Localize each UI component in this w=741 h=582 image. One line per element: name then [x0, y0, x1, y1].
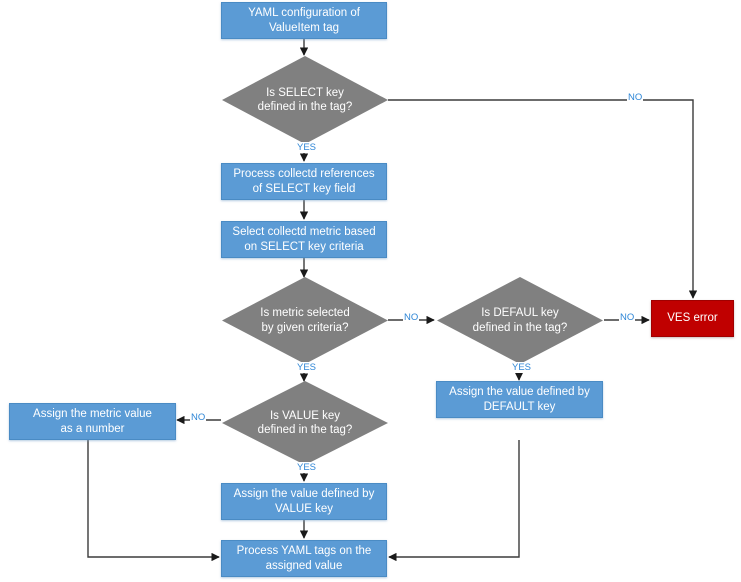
edge-label-select-no: NO	[627, 92, 644, 103]
edge-label-value-no: NO	[190, 412, 207, 423]
node-value-decision-label: Is VALUE key defined in the tag?	[257, 409, 353, 436]
node-value-decision[interactable]: Is VALUE key defined in the tag?	[222, 381, 388, 465]
edge-label-defaul-yes: YES	[511, 362, 533, 373]
node-ves-error-label: VES error	[667, 312, 718, 325]
node-select-metric-label: Select collectd metric based on SELECT k…	[232, 226, 376, 253]
node-select-metric[interactable]: Select collectd metric based on SELECT k…	[221, 221, 387, 258]
edge-label-metric-yes: YES	[296, 362, 318, 373]
node-select-decision-label: Is SELECT key defined in the tag?	[257, 86, 353, 113]
node-start[interactable]: YAML configuration of ValueItem tag	[221, 2, 387, 39]
edge-label-metric-no: NO	[403, 312, 420, 323]
node-assign-value[interactable]: Assign the value defined by VALUE key	[221, 483, 387, 520]
node-ves-error[interactable]: VES error	[651, 300, 734, 337]
node-process-yaml-label: Process YAML tags on the assigned value	[236, 545, 372, 572]
edge-label-value-yes: YES	[296, 462, 318, 473]
node-metric-decision[interactable]: Is metric selected by given criteria?	[222, 277, 388, 364]
node-select-decision[interactable]: Is SELECT key defined in the tag?	[222, 56, 388, 144]
node-metric-decision-label: Is metric selected by given criteria?	[260, 307, 350, 334]
node-assign-number-label: Assign the metric value as a number	[33, 408, 152, 435]
node-process-refs-label: Process collectd references of SELECT ke…	[233, 168, 375, 195]
node-assign-default-label: Assign the value defined by DEFAULT key	[449, 386, 590, 413]
node-process-refs[interactable]: Process collectd references of SELECT ke…	[221, 163, 387, 200]
edge-select-no	[388, 99, 698, 299]
edge-label-defaul-no: NO	[619, 312, 636, 323]
node-assign-default[interactable]: Assign the value defined by DEFAULT key	[436, 381, 603, 418]
edge-assigndefault-to-yaml	[388, 440, 520, 562]
node-process-yaml[interactable]: Process YAML tags on the assigned value	[221, 540, 387, 577]
node-assign-value-label: Assign the value defined by VALUE key	[233, 488, 375, 515]
edge-label-select-yes: YES	[296, 142, 318, 153]
edge-assignnumber-to-yaml	[87, 440, 220, 562]
node-defaul-decision-label: Is DEFAUL key defined in the tag?	[472, 307, 568, 334]
node-defaul-decision[interactable]: Is DEFAUL key defined in the tag?	[437, 277, 603, 364]
node-assign-number[interactable]: Assign the metric value as a number	[9, 403, 176, 440]
node-start-label: YAML configuration of ValueItem tag	[248, 7, 360, 34]
